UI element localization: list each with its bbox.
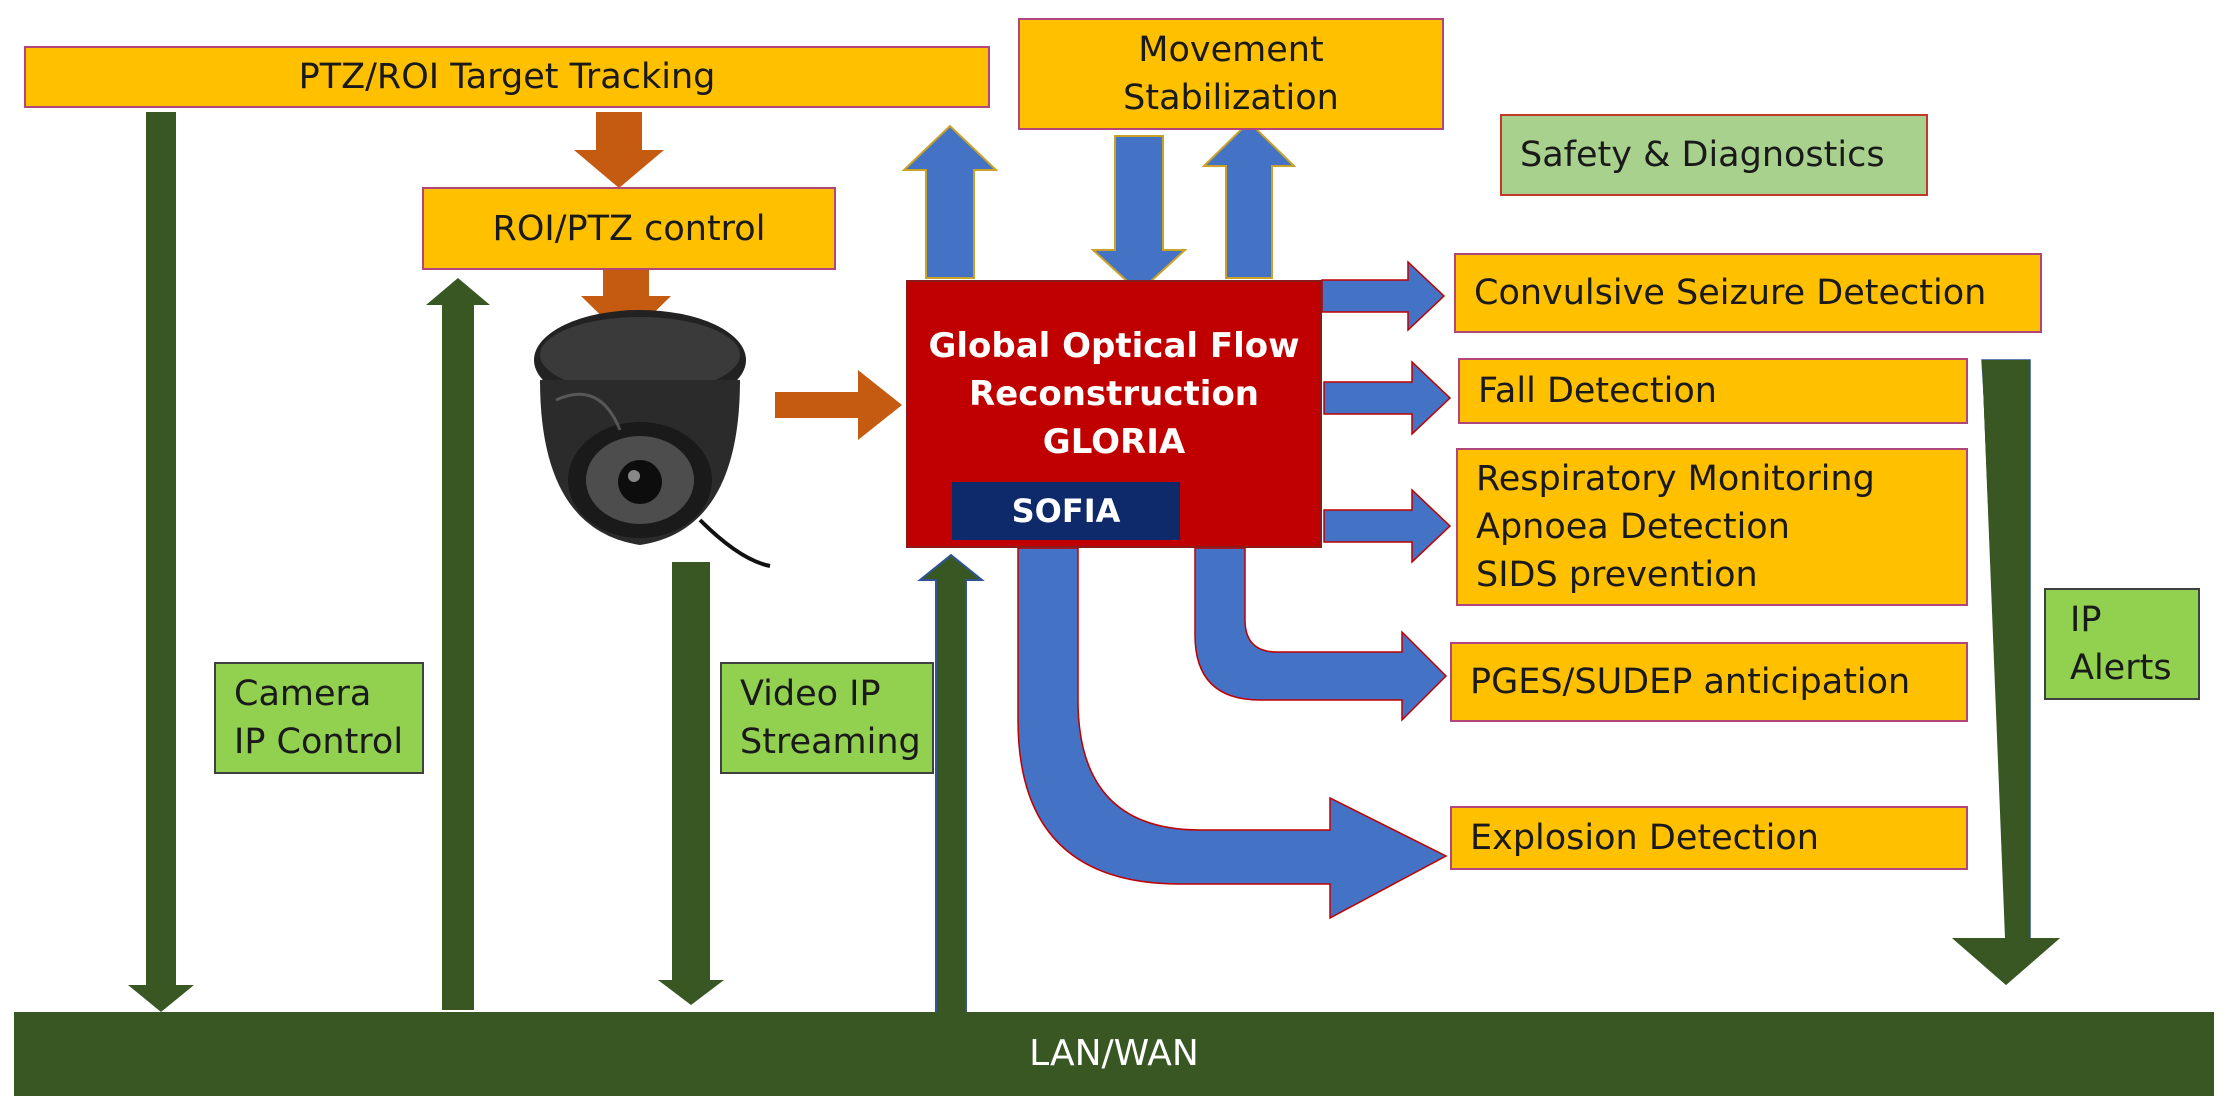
- roi-to-camera-arrow: [581, 258, 671, 340]
- dome-camera-icon: [534, 310, 771, 568]
- video-ip-streaming-box: Video IP Streaming: [720, 662, 934, 774]
- lan-wan-label: LAN/WAN: [1029, 1033, 1199, 1074]
- roi-ptz-control-label: ROI/PTZ control: [492, 208, 766, 249]
- ip-alerts-arrow-complete: [1982, 360, 2030, 938]
- to-fall-arrow: [1323, 360, 1452, 436]
- fall-detection-label: Fall Detection: [1478, 371, 1717, 411]
- gloria-to-stabilization-arrow: [1201, 120, 1297, 279]
- ptz-roi-target-tracking-box: PTZ/ROI Target Tracking: [24, 46, 990, 108]
- ip-alerts-arrow-triangle: [1952, 938, 2060, 985]
- camera-ip-control-label: Camera IP Control: [234, 674, 404, 762]
- camera-to-gloria-arrow: [775, 370, 902, 440]
- respiratory-monitoring-label: Respiratory Monitoring Apnoea Detection …: [1476, 459, 1875, 595]
- gloria-to-top-arrow: [901, 124, 999, 279]
- to-explosion-arrow: [1017, 547, 1448, 920]
- safety-diagnostics-box: Safety & Diagnostics: [1500, 114, 1928, 196]
- to-convulsive-arrow: [1321, 260, 1446, 332]
- tracking-to-roi-arrow: [574, 112, 664, 188]
- video-to-gloria-up-arrow: [917, 553, 985, 1016]
- sofia-label: SOFIA: [1011, 492, 1121, 530]
- explosion-detection-label: Explosion Detection: [1470, 818, 1819, 858]
- lan-wan-bar: LAN/WAN: [14, 1012, 2214, 1096]
- pges-sudep-anticipation-box: PGES/SUDEP anticipation: [1450, 642, 1968, 722]
- to-pges-arrow: [1194, 547, 1448, 722]
- convulsive-seizure-detection-label: Convulsive Seizure Detection: [1474, 273, 1987, 313]
- video-ip-streaming-label: Video IP Streaming: [740, 674, 921, 762]
- video-stream-down-arrow: [658, 562, 724, 1005]
- movement-stabilization-label: Movement Stabilization: [1123, 30, 1339, 118]
- explosion-detection-box: Explosion Detection: [1450, 806, 1968, 870]
- gloria-label: Global Optical Flow Reconstruction GLORI…: [928, 326, 1300, 462]
- respiratory-monitoring-box: Respiratory Monitoring Apnoea Detection …: [1456, 448, 1968, 606]
- roi-ptz-control-box: ROI/PTZ control: [422, 187, 836, 270]
- safety-diagnostics-label: Safety & Diagnostics: [1520, 135, 1885, 175]
- ip-alerts-label: IP Alerts: [2070, 600, 2172, 688]
- tracking-to-lan-arrow: [128, 112, 194, 1012]
- ptz-roi-target-tracking-label: PTZ/ROI Target Tracking: [298, 57, 716, 97]
- to-respiratory-arrow: [1323, 488, 1452, 564]
- convulsive-seizure-detection-box: Convulsive Seizure Detection: [1454, 253, 2042, 333]
- sofia-box: SOFIA: [952, 482, 1180, 540]
- pges-sudep-anticipation-label: PGES/SUDEP anticipation: [1470, 662, 1911, 702]
- stabilization-to-gloria-arrow: [1090, 135, 1188, 294]
- camera-control-up-arrow: [426, 278, 490, 1010]
- movement-stabilization-box: Movement Stabilization: [1018, 18, 1444, 130]
- ip-alerts-box: IP Alerts: [2044, 588, 2200, 700]
- camera-ip-control-box: Camera IP Control: [214, 662, 424, 774]
- fall-detection-box: Fall Detection: [1458, 358, 1968, 424]
